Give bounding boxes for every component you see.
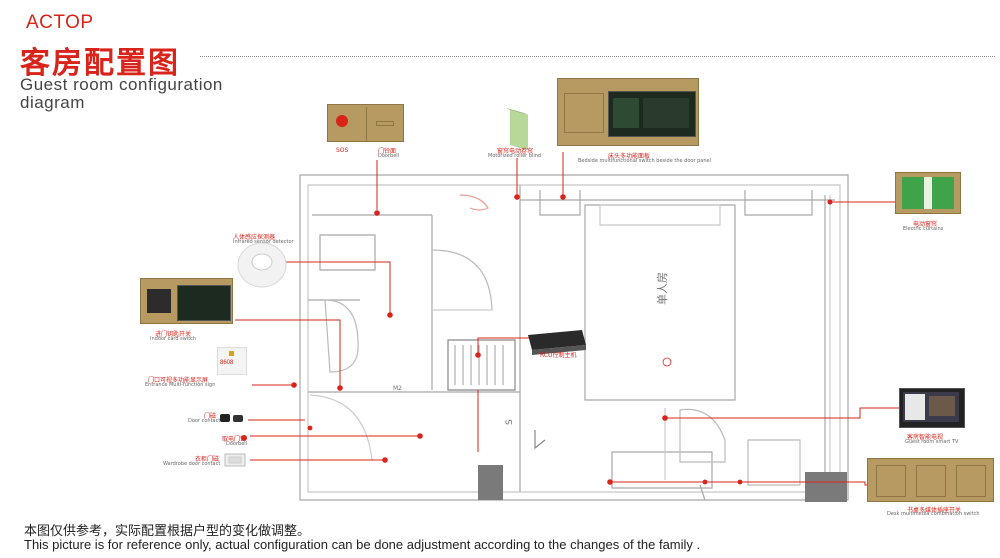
sensor-detector-icon xyxy=(237,242,287,288)
door-contact-caption-en: Door contact xyxy=(188,418,221,424)
ceiling-mark-icon xyxy=(662,357,672,367)
doorbell-caption-en: Doorbell xyxy=(378,153,400,159)
brand-logo-text: ACTOP xyxy=(26,12,94,33)
entrance-room-number: 8608 xyxy=(220,360,234,366)
door-contact-icon xyxy=(220,414,243,422)
tv-caption: 客房智能电视 xyxy=(907,434,944,441)
rcu-host-icon xyxy=(528,330,586,355)
sensor-caption: 人体感应探测器 xyxy=(233,234,276,241)
socket-icon xyxy=(564,93,604,133)
key-card-slot-icon xyxy=(147,289,171,313)
rcu-caption: RCU控制主机 xyxy=(540,352,577,359)
wardrobe-caption: 衣柜门磁 xyxy=(195,456,220,463)
electric-curtain-caption: 电动窗帘 xyxy=(913,221,938,228)
doorbell-small-icon xyxy=(241,435,247,441)
desk-caption-en: Desk multimedia combination switch xyxy=(887,511,980,517)
page-subtitle-line1: Guest room configuration xyxy=(20,75,223,94)
desk-socket-right-icon xyxy=(956,465,986,497)
pillar-right xyxy=(805,472,847,502)
bedside-panel xyxy=(557,78,699,146)
footnote-en: This picture is for reference only, actu… xyxy=(24,537,701,552)
desk-media-port-icon xyxy=(916,465,946,497)
curtain-motor-icon xyxy=(506,108,528,150)
page-subtitle-line2: diagram xyxy=(20,93,85,112)
doorbell2-caption-en: Doorbell xyxy=(226,441,248,447)
wardrobe-contact-icon xyxy=(224,453,246,467)
desk-switch-panel xyxy=(867,458,994,502)
sos-button-icon xyxy=(336,115,348,127)
doorbell-button-icon xyxy=(376,121,394,126)
entrance-display-panel: 8608 xyxy=(217,347,247,375)
doorbell-caption: 门铃面 xyxy=(378,148,397,155)
room-label: 单人房 xyxy=(656,272,669,305)
device-markers xyxy=(291,194,833,485)
sos-label: SOS xyxy=(336,147,349,154)
door-label: M2 xyxy=(393,385,402,392)
pillar-left xyxy=(478,465,503,500)
indoor-switch-caption: 进门钥匙开关 xyxy=(155,331,192,338)
page-title: 客房配置图 xyxy=(20,46,180,81)
tv-screen xyxy=(903,392,959,422)
sos-doorbell-panel xyxy=(327,104,404,142)
leader-lines xyxy=(235,152,900,486)
indoor-switch-caption-en: Indoor card switch xyxy=(150,336,197,342)
desk-socket-left-icon xyxy=(876,465,906,497)
indoor-switch-screen xyxy=(177,285,231,321)
wardrobe-caption-en: Wardrobe door contact xyxy=(163,461,221,467)
bedside-screen xyxy=(608,91,696,137)
bedside-caption-en: Bedside multifunctional switch beside th… xyxy=(578,158,711,164)
doorbell2-caption: 取电门铃 xyxy=(222,436,247,443)
electric-curtain-panel xyxy=(895,172,961,214)
tv-caption-en: Guest room smart TV xyxy=(905,439,959,445)
electric-curtain-caption-en: Electric curtains xyxy=(903,226,944,232)
footnote-zh: 本图仅供参考，实际配置根据户型的变化做调整。 xyxy=(24,524,311,539)
curtain-motor-caption: 窗帘电动卷帘 xyxy=(497,148,534,155)
door-contact-caption: 门磁 xyxy=(204,413,217,420)
entrance-caption: 门口可视多功能显示屏 xyxy=(148,377,209,384)
curtain-motor-caption-en: Motorized roller blind xyxy=(488,153,542,159)
entrance-indicator-icon xyxy=(229,351,234,356)
header-divider xyxy=(200,56,995,57)
smart-tv xyxy=(899,388,965,428)
bedside-caption: 床头多功能面板 xyxy=(608,153,651,160)
indoor-switch-panel xyxy=(140,278,233,324)
s-label: S xyxy=(505,419,515,425)
entrance-caption-en: Entrance Multi-function sign xyxy=(145,382,216,388)
desk-caption: 书桌多媒体插座开关 xyxy=(907,507,962,514)
sensor-caption-en: Infrared sensor detector xyxy=(233,239,294,245)
